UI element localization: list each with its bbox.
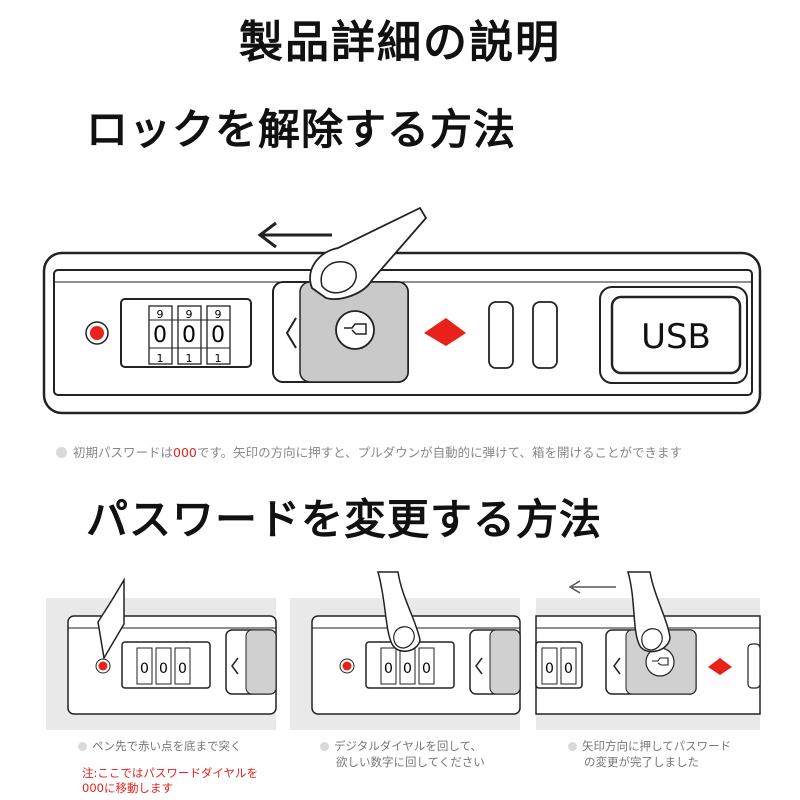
dial-digit-top-2: 9: [186, 308, 193, 321]
dial-digit-bot-3: 1: [215, 352, 222, 365]
finger-icon: [627, 571, 671, 653]
unlock-heading: ロックを解除する方法: [86, 105, 517, 154]
usb-label: USB: [641, 317, 711, 357]
lock-illustration: 9 9 9 0 0 0 1 1 1 USB: [42, 206, 762, 415]
dial-digit-1: 0: [153, 323, 167, 348]
note-text-before: 初期パスワードは: [73, 445, 174, 460]
red-arrow-marker: [424, 318, 466, 346]
step1-panel: 0 0 0: [46, 577, 277, 730]
step3-note-line1: 矢印方向に押してパスワード: [582, 739, 732, 753]
unlock-note: 初期パスワードは000です。矢印の方向に押すと、プルダウンが自動的に弾けて、箱を…: [56, 442, 682, 461]
step1-warning-line2: 000に移動します: [82, 781, 173, 795]
left-arrow-icon: [568, 580, 616, 594]
step1-note: ペン先で赤い点を底まで突く: [78, 738, 242, 754]
bullet-dot-icon: [56, 447, 67, 458]
dial-digit-top-3: 9: [215, 308, 222, 321]
dial-digit-2: 0: [182, 323, 196, 348]
step2-panel: 0 0 0: [290, 571, 521, 730]
svg-text:0: 0: [545, 661, 554, 677]
finger-icon: [309, 206, 428, 300]
step2-note-line2: 欲しい数字に回してください: [336, 755, 485, 769]
step1-note-text: ペン先で赤い点を底まで突く: [92, 739, 242, 753]
pen-tip-icon: [97, 577, 125, 661]
step3-panel: 0 0: [535, 571, 761, 730]
finger-icon: [377, 571, 421, 652]
svg-text:0: 0: [403, 661, 412, 677]
svg-text:0: 0: [564, 661, 573, 677]
left-arrow-icon: [257, 221, 332, 249]
step3-note-line2: の変更が完了しました: [584, 755, 699, 769]
svg-text:0: 0: [422, 661, 431, 677]
key-hole-icon: [335, 310, 375, 350]
initial-code: 000: [173, 445, 197, 460]
svg-text:0: 0: [178, 661, 187, 677]
step2-note: デジタルダイヤルを回して、 欲しい数字に回してください: [320, 738, 485, 770]
dial-digit-top-1: 9: [157, 308, 164, 321]
bullet-dot-icon: [78, 742, 87, 751]
bullet-dot-icon: [568, 742, 577, 751]
svg-text:0: 0: [384, 661, 393, 677]
change-heading: パスワードを変更する方法: [86, 495, 603, 544]
step1-warning: 注:ここではパスワードダイヤルを 000に移動します: [82, 766, 258, 796]
dial-digit-3: 0: [211, 323, 225, 348]
svg-text:0: 0: [140, 661, 149, 677]
step2-note-line1: デジタルダイヤルを回して、: [334, 739, 483, 753]
step3-note: 矢印方向に押してパスワード の変更が完了しました: [568, 738, 731, 770]
step1-warning-line1: 注:ここではパスワードダイヤルを: [82, 766, 259, 780]
dial-digit-bot-1: 1: [157, 352, 164, 365]
dial-digit-bot-2: 1: [186, 352, 193, 365]
note-text-after: です。矢印の方向に押すと、プルダウンが自動的に弾けて、箱を開けることができます: [196, 445, 683, 460]
bullet-dot-icon: [320, 742, 329, 751]
svg-text:0: 0: [159, 661, 168, 677]
page-title: 製品詳細の説明: [239, 17, 561, 68]
step-panels: 0 0 0 0 0 0 0 0: [46, 571, 761, 730]
